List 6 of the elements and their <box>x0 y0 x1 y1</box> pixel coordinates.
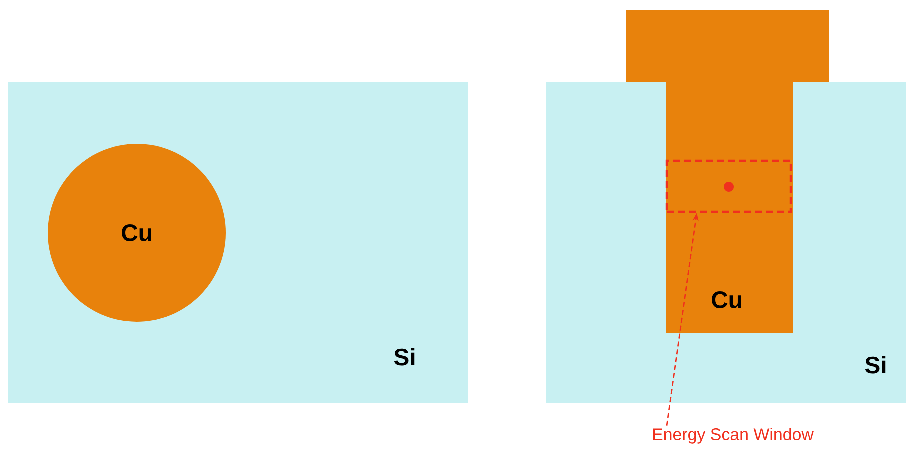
callout-text: Energy Scan Window <box>653 428 814 444</box>
material-label: Cu <box>712 292 742 308</box>
material-label: Si <box>394 348 415 366</box>
copper-via <box>626 10 829 333</box>
material-label: Si <box>865 356 886 374</box>
scan-window <box>666 160 792 214</box>
